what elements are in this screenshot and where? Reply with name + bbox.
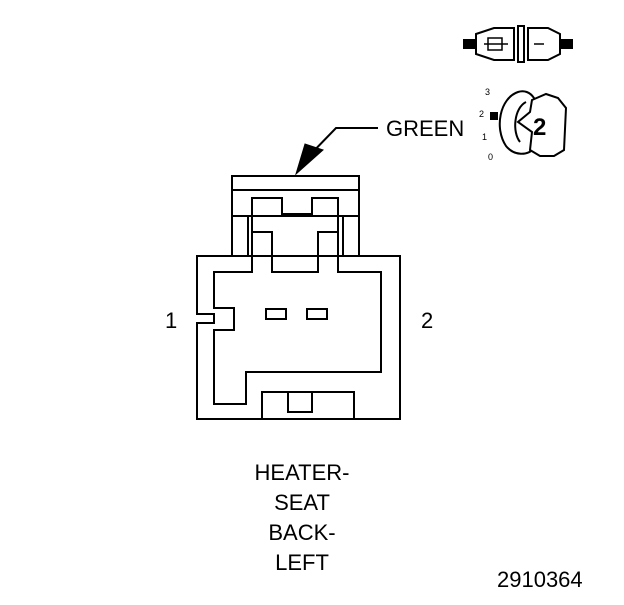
connector-cavity bbox=[213, 231, 382, 405]
inset-scale-2: 2 bbox=[479, 109, 485, 119]
terminal-slot-1 bbox=[265, 308, 287, 320]
inset-scale-3: 3 bbox=[485, 87, 491, 97]
connector-title: HEATER- SEAT BACK- LEFT bbox=[202, 458, 402, 578]
connector-bottom-tabs bbox=[261, 391, 355, 419]
inset-scale-0: 0 bbox=[488, 152, 494, 162]
terminal-slot-2 bbox=[306, 308, 328, 320]
connector-title-line-1: HEATER- bbox=[254, 460, 350, 485]
connector-lock-tab bbox=[231, 175, 360, 257]
wire-color-label: GREEN bbox=[386, 116, 465, 141]
connector-end-view-icon bbox=[490, 90, 568, 157]
connector-housing bbox=[196, 255, 401, 420]
connector-title-line-4: LEFT bbox=[275, 550, 329, 575]
inset-scale-1: 1 bbox=[482, 132, 488, 142]
connector-side-view-icon bbox=[463, 25, 573, 63]
leader-arrow bbox=[295, 127, 378, 176]
figure-id: 2910364 bbox=[497, 567, 583, 592]
inset-pin-count: 2 bbox=[533, 114, 547, 141]
connector-title-line-3: BACK- bbox=[268, 520, 336, 545]
pin-label-1: 1 bbox=[165, 308, 178, 333]
connector-title-line-2: SEAT bbox=[274, 490, 330, 515]
pin-label-2: 2 bbox=[421, 308, 434, 333]
